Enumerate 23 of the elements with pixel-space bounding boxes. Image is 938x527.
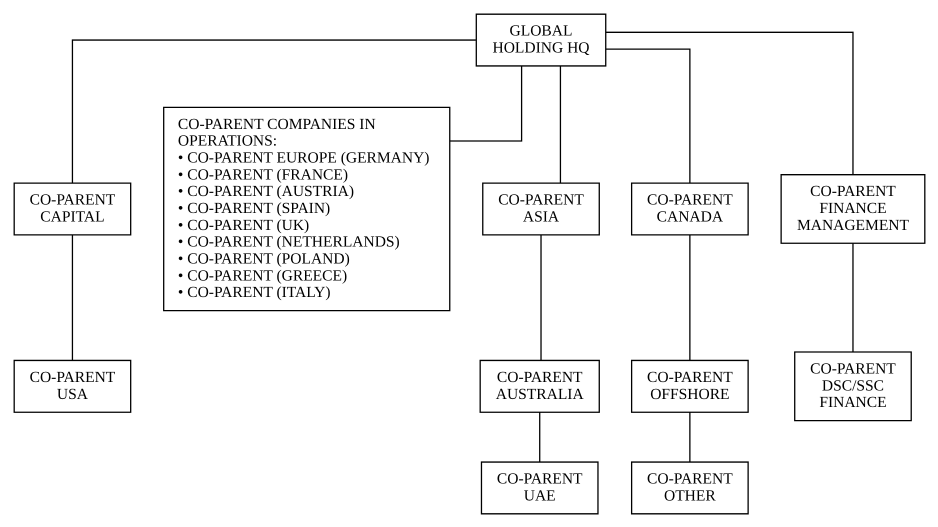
connector bbox=[559, 66, 561, 182]
connector bbox=[540, 234, 542, 360]
connector bbox=[71, 234, 73, 360]
node-box: CO-PARENT COMPANIES IN OPERATIONS: • CO-PARENT EUROPE (GERMANY) • CO-PARENT (FRANCE) • CO-PARENT (AUSTRIA) • CO-PARENT (SPAIN) • CO-PARENT (UK) • CO-PARENT (NETHERLANDS) • CO-PARENT (POLAND) • CO-PARENT (GREECE) • CO-PARENT (ITALY) bbox=[162, 106, 450, 311]
connector bbox=[852, 243, 854, 352]
node-box: CO-PARENT DSC/SSC FINANCE bbox=[794, 350, 912, 421]
node-box: CO-PARENT ASIA bbox=[482, 182, 600, 236]
node-box: CO-PARENT OTHER bbox=[630, 460, 748, 514]
node-box: CO-PARENT FINANCE MANAGEMENT bbox=[780, 174, 925, 244]
connector bbox=[688, 412, 690, 462]
connector bbox=[688, 234, 690, 360]
connector bbox=[71, 38, 476, 182]
node-box: CO-PARENT UAE bbox=[480, 460, 598, 514]
connector bbox=[606, 31, 854, 174]
connector bbox=[450, 66, 522, 142]
connector bbox=[605, 48, 690, 182]
node-box: CO-PARENT CAPITAL bbox=[13, 182, 131, 236]
node-box: CO-PARENT USA bbox=[13, 359, 131, 412]
connector bbox=[538, 412, 540, 462]
node-box: CO-PARENT AUSTRALIA bbox=[479, 359, 600, 412]
node-box: CO-PARENT CANADA bbox=[630, 182, 748, 236]
node-box: GLOBAL HOLDING HQ bbox=[475, 13, 606, 66]
node-box: CO-PARENT OFFSHORE bbox=[630, 359, 748, 412]
